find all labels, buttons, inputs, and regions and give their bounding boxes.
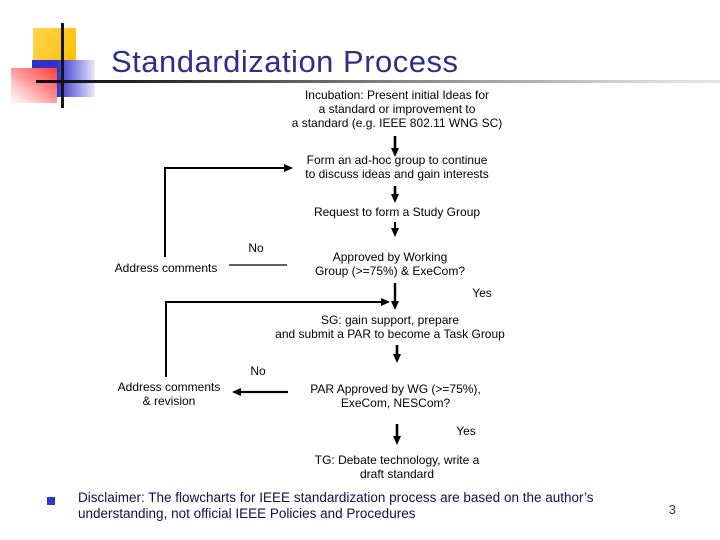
flow-node-study-group: SG: gain support, prepare and submit a P… — [275, 313, 505, 341]
page-number: 3 — [668, 502, 676, 517]
flow-node-task-group: TG: Debate technology, write a draft sta… — [314, 453, 480, 481]
label-yes-2: Yes — [456, 424, 476, 438]
flow-node-wg-approval: Approved by Working Group (>=75%) & ExeC… — [314, 250, 466, 278]
loop-address-comments-to-adhoc — [164, 164, 293, 257]
bullet-square-icon — [47, 497, 55, 505]
flow-node-address-comments: Address comments — [114, 261, 218, 275]
loop-address-revision-to-sg — [165, 298, 390, 377]
flow-node-par-approval: PAR Approved by WG (>=75%), ExeCom, NESC… — [310, 382, 481, 410]
flow-node-adhoc-group: Form an ad-hoc group to continue to disc… — [305, 153, 489, 181]
title-underline — [36, 80, 720, 83]
deco-pink-square — [11, 68, 57, 103]
flow-node-address-comments-revision: Address comments & revision — [117, 380, 221, 408]
label-no-1: No — [248, 241, 264, 255]
page-title: Standardization Process — [111, 44, 459, 79]
label-no-2: No — [250, 364, 266, 378]
flow-node-incubation: Incubation: Present initial Ideas for a … — [291, 88, 503, 130]
deco-vertical-line — [61, 23, 64, 108]
flow-node-request-study-group: Request to form a Study Group — [313, 205, 481, 219]
label-yes-1: Yes — [472, 286, 492, 300]
disclaimer-text: Disclaimer: The flowcharts for IEEE stan… — [78, 490, 594, 521]
deco-yellow-square — [33, 28, 76, 63]
